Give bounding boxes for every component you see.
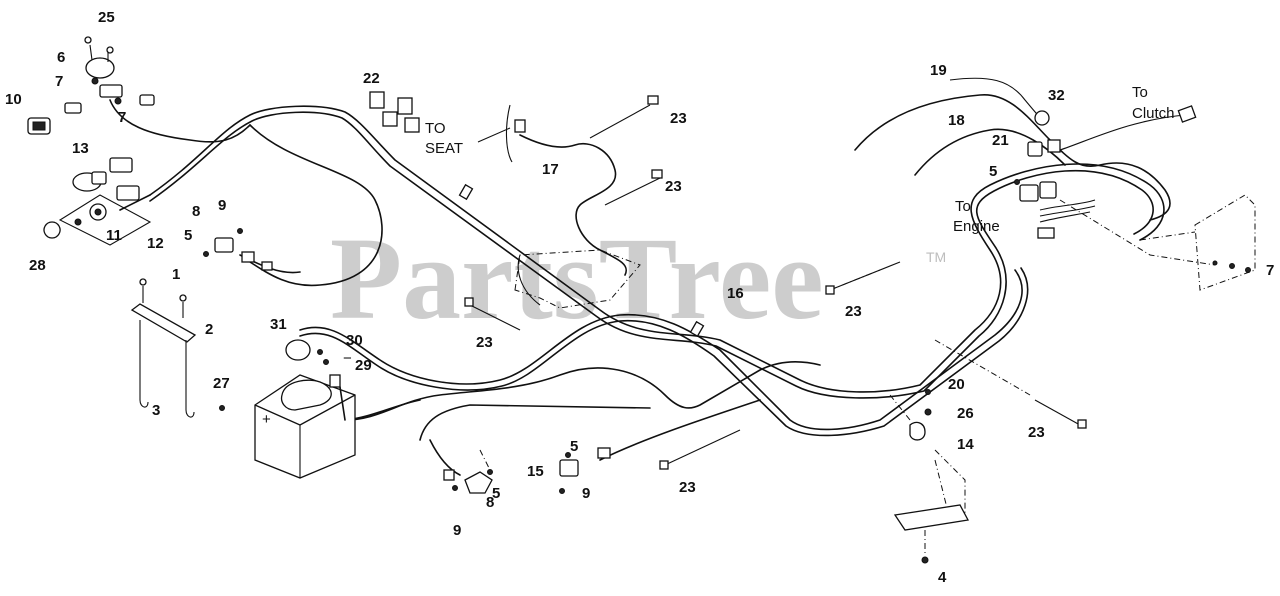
callout-16: 16	[727, 285, 744, 302]
callout-23: 23	[670, 110, 687, 127]
callout-29: 29	[355, 357, 372, 374]
callout-9: 9	[218, 197, 226, 214]
callout-23: 23	[679, 479, 696, 496]
callout-8: 8	[192, 203, 200, 220]
to-seat-label-line1: TO	[425, 120, 446, 137]
to-clutch-label-line2: Clutch	[1132, 105, 1175, 122]
battery-minus-sign: −	[343, 350, 352, 367]
callout-25: 25	[98, 9, 115, 26]
part-8-relay-left	[203, 228, 273, 271]
part-17-connector	[514, 119, 526, 133]
part-battery: + −	[219, 339, 356, 479]
callout-28: 28	[29, 257, 46, 274]
to-seat-label-line2: SEAT	[425, 140, 463, 157]
watermark: PartsTree	[330, 213, 824, 344]
callout-9: 9	[453, 522, 461, 539]
sub-harness-outline	[514, 249, 641, 309]
to-engine-label-line1: To	[955, 198, 971, 215]
to-clutch-label-line1: To	[1132, 84, 1148, 101]
callout-26: 26	[957, 405, 974, 422]
callout-23: 23	[1028, 424, 1045, 441]
callout-17: 17	[542, 161, 559, 178]
callout-32: 32	[1048, 87, 1065, 104]
callout-5: 5	[570, 438, 578, 455]
callout-5: 5	[989, 163, 997, 180]
part-15-relay	[559, 447, 611, 494]
callout-21: 21	[992, 132, 1009, 149]
callout-7: 7	[1266, 262, 1274, 279]
part-8-relay-lower	[443, 469, 493, 494]
callout-31: 31	[270, 316, 287, 333]
part-12-ignition-assembly	[43, 194, 152, 246]
callout-14: 14	[957, 436, 974, 453]
battery-plus-sign: +	[262, 411, 271, 428]
watermark-trademark: TM	[926, 249, 946, 265]
callout-15: 15	[527, 463, 544, 480]
callout-9: 9	[582, 485, 590, 502]
callout-1: 1	[172, 266, 180, 283]
callout-11: 11	[106, 227, 122, 244]
part-13-key-switch	[72, 157, 140, 201]
callout-13: 13	[72, 140, 89, 157]
callout-23: 23	[845, 303, 862, 320]
callout-4: 4	[938, 569, 947, 586]
callout-5: 5	[492, 485, 500, 502]
part-mounting-plate	[1194, 194, 1256, 291]
part-6-relay-bracket	[64, 36, 155, 114]
to-seat-leader	[477, 104, 513, 163]
callout-10: 10	[5, 91, 22, 108]
callout-5: 5	[184, 227, 192, 244]
callout-18: 18	[948, 112, 965, 129]
callout-23: 23	[476, 334, 493, 351]
callout-2: 2	[205, 321, 213, 338]
part-21-relays	[1014, 110, 1061, 239]
callout-7: 7	[55, 73, 63, 90]
callout-22: 22	[363, 70, 380, 87]
callout-12: 12	[147, 235, 164, 252]
part-3-hold-down-rods	[130, 278, 197, 418]
part-23-wires	[464, 95, 1087, 470]
callout-19: 19	[930, 62, 947, 79]
part-14-clamp-bracket	[893, 389, 970, 564]
callout-8: 8	[486, 494, 494, 511]
callout-7: 7	[118, 109, 126, 126]
callout-23: 23	[665, 178, 682, 195]
callout-3: 3	[152, 402, 160, 419]
callout-6: 6	[57, 49, 65, 66]
part-22-seat-switch	[369, 91, 420, 133]
callout-20: 20	[948, 376, 965, 393]
clutch-connector	[1177, 105, 1197, 123]
callout-27: 27	[213, 375, 230, 392]
callout-numbers: 25 6 7 10 7 13 11 12 28 1 2 3 8 9 5 22 1…	[5, 9, 1274, 586]
part-10-switch	[27, 117, 51, 135]
to-engine-label-line2: Engine	[953, 218, 1000, 235]
callout-30: 30	[346, 332, 363, 349]
